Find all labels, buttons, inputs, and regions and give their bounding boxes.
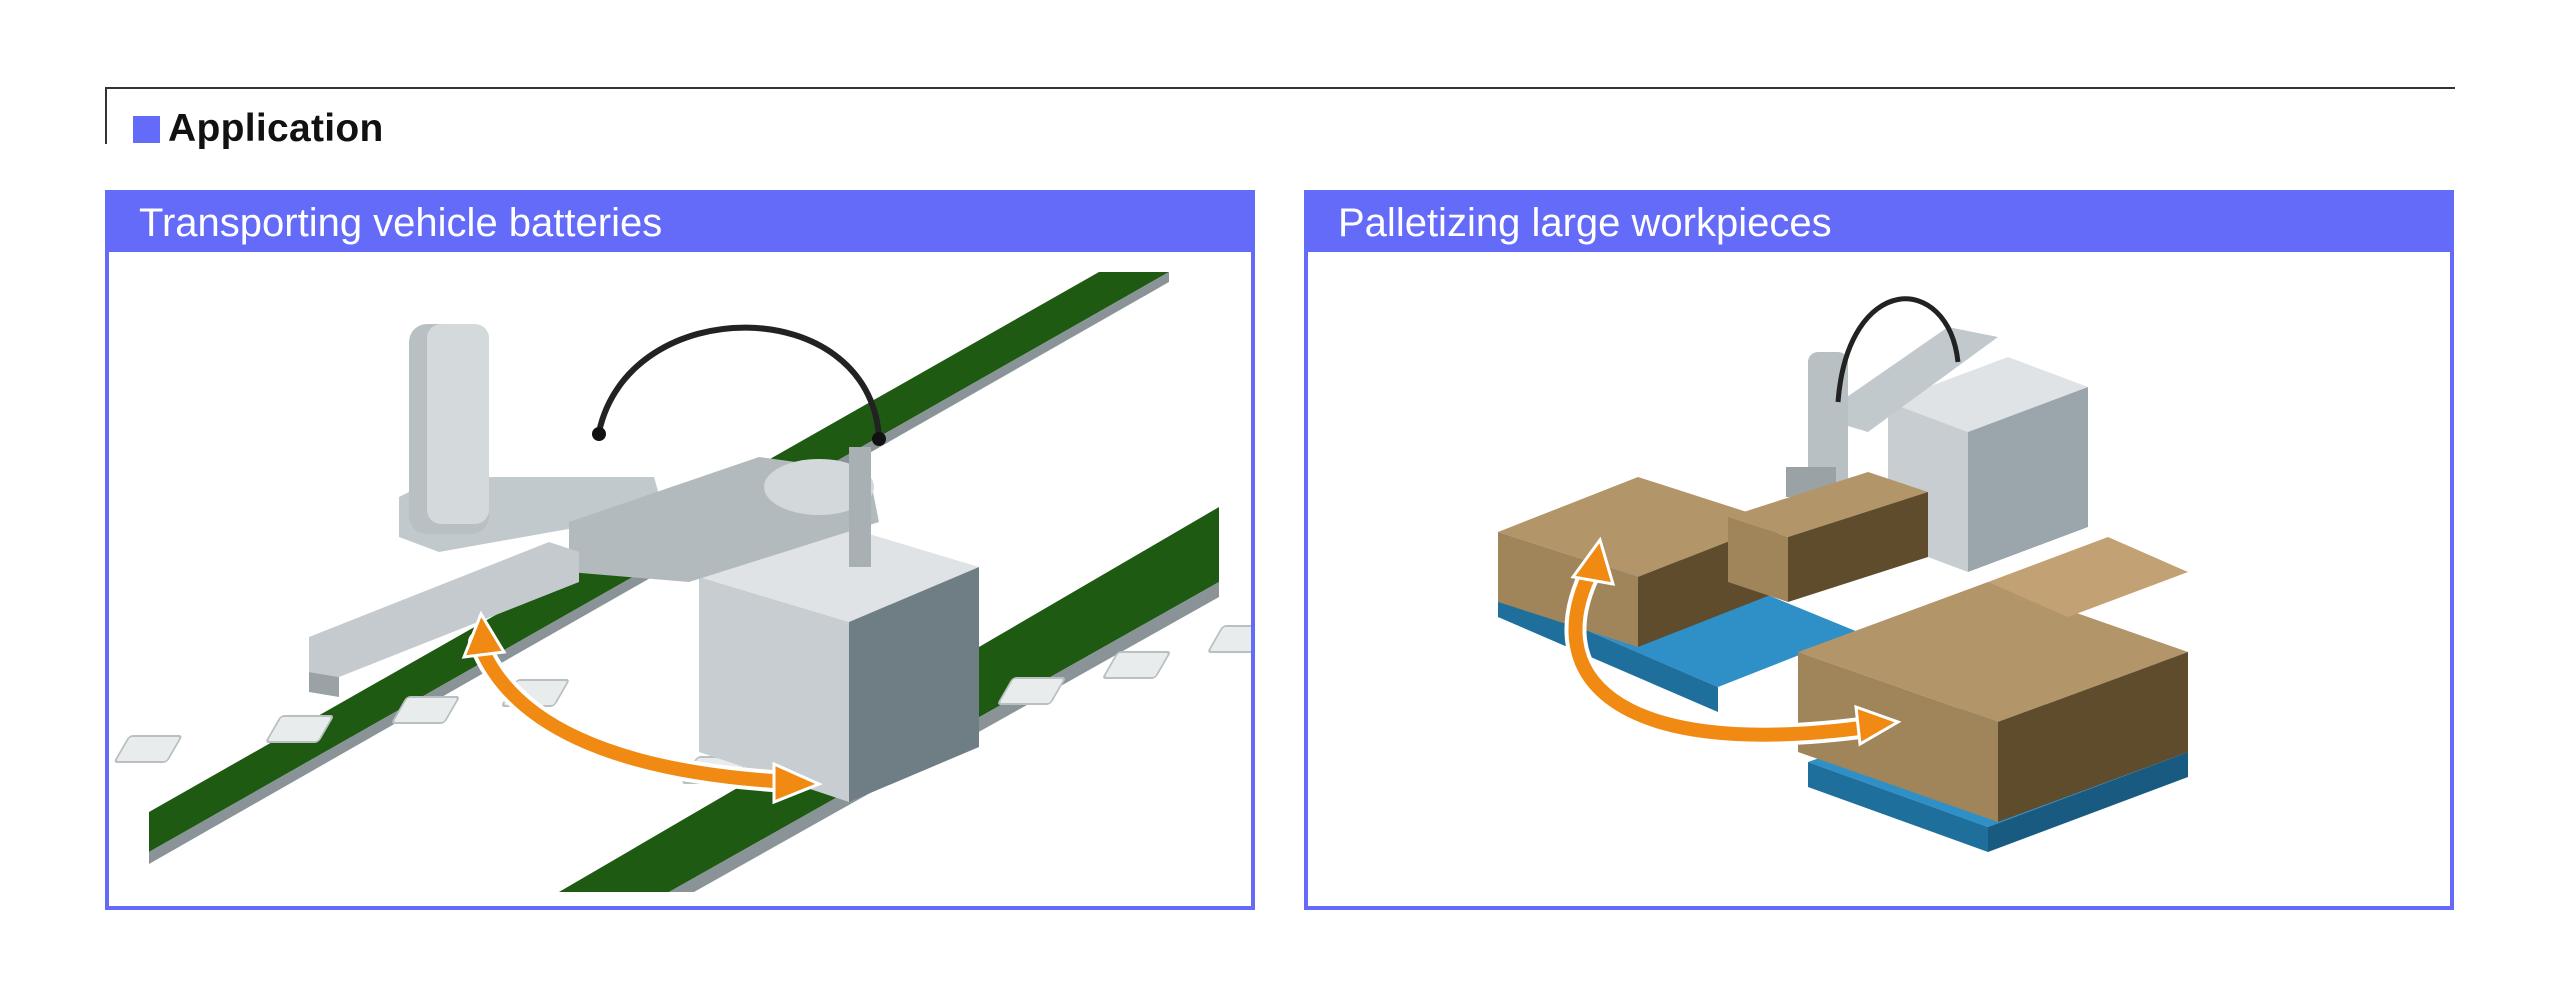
application-card-batteries: Transporting vehicle batteries xyxy=(105,190,1255,910)
card-title: Transporting vehicle batteries xyxy=(109,194,1251,252)
section-title: Application xyxy=(168,107,384,150)
palletizing-illustration xyxy=(1498,296,2188,852)
section-divider-tick xyxy=(105,87,107,144)
card-title: Palletizing large workpieces xyxy=(1308,194,2450,252)
boxes-right xyxy=(1798,537,2188,822)
battery-transport-illustration xyxy=(114,272,1251,892)
section-divider xyxy=(105,87,2455,89)
transfer-arrow xyxy=(461,610,823,805)
robot-base xyxy=(699,522,979,802)
section-heading: Application xyxy=(133,104,384,154)
application-card-palletizing: Palletizing large workpieces xyxy=(1304,190,2454,910)
scara-robot xyxy=(399,324,886,582)
palletize-arrow xyxy=(1564,536,1902,747)
gripper xyxy=(309,542,579,697)
heading-marker-icon xyxy=(133,115,160,143)
scara-robot xyxy=(1786,296,2088,572)
held-box xyxy=(1728,472,1928,602)
